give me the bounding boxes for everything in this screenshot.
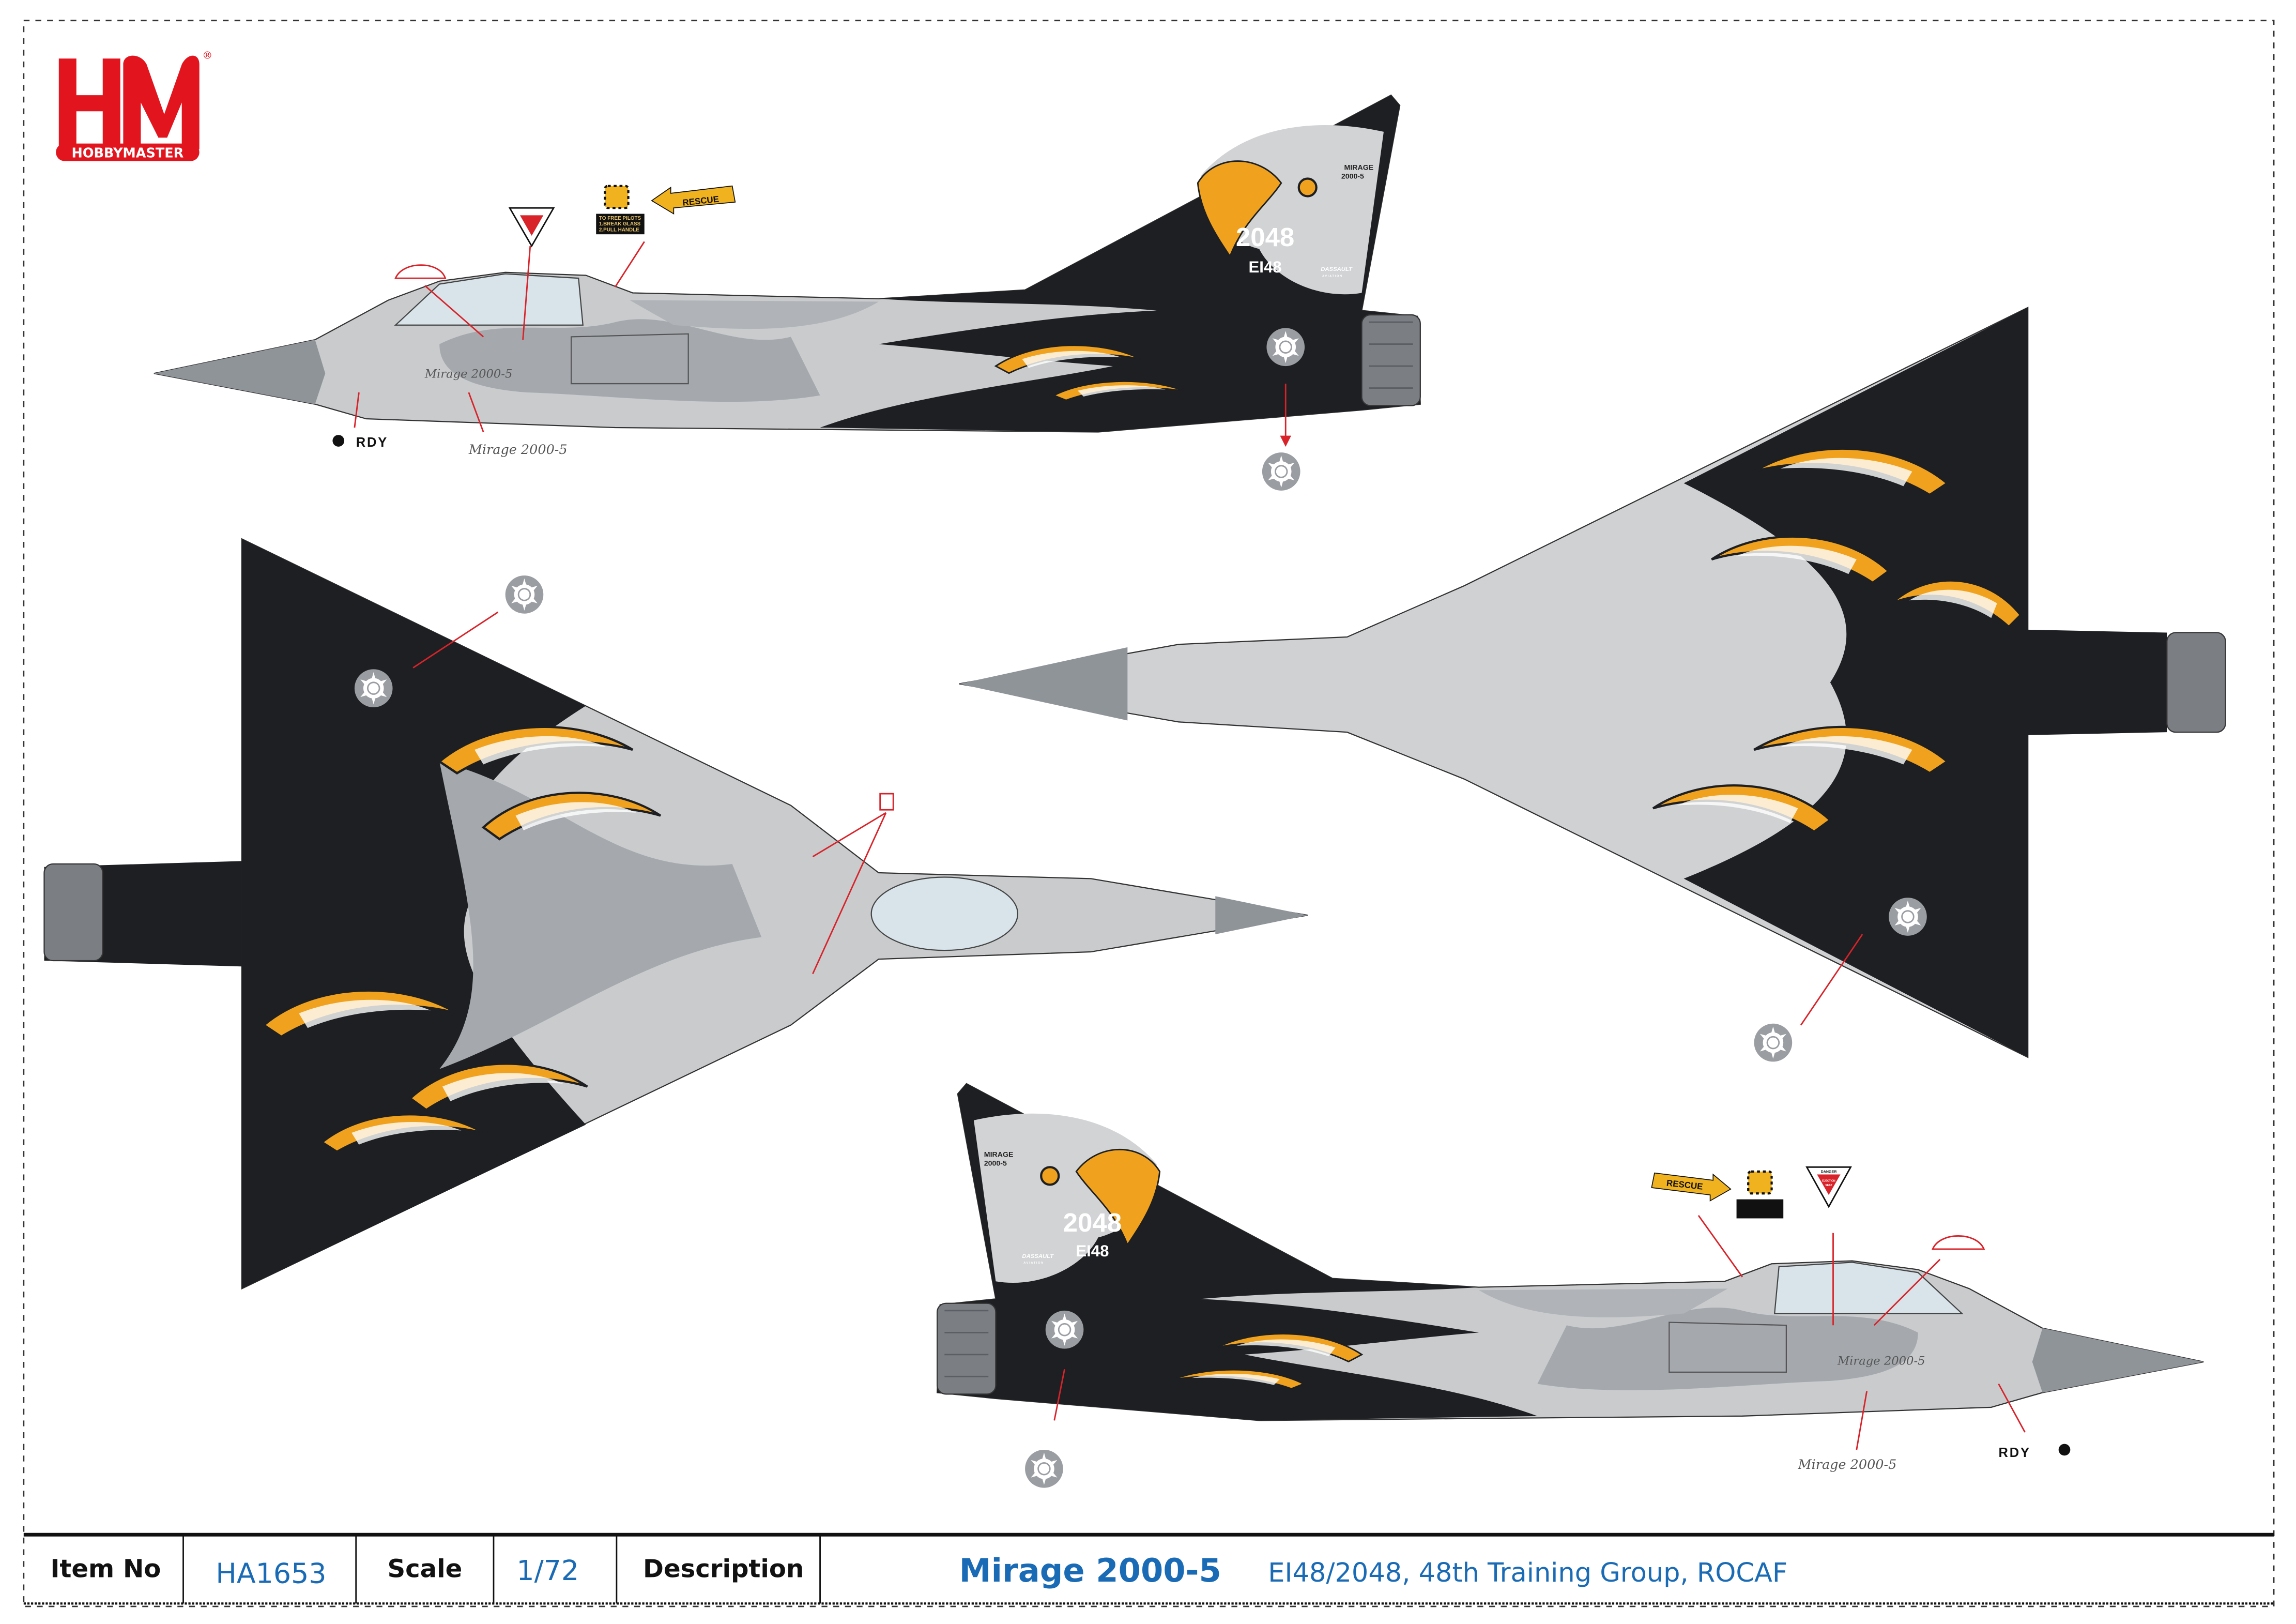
ejection-label: EJECTION <box>1822 1180 1835 1183</box>
dassault-logo-text: DASSAULT <box>1321 266 1353 272</box>
rescue-arrow: RESCUE <box>651 185 736 215</box>
tail-number: 2048 <box>1236 222 1294 252</box>
rdy-label: RDY <box>1999 1446 2031 1460</box>
aircraft-side-view-left: 2048 EI48 MIRAGE 2000-5 DASSAULT AVIATIO… <box>154 95 1420 432</box>
ejection-seat-warning-icon: DANGER EJECTION SEAT <box>1805 1166 1852 1208</box>
decal-callouts-bottom <box>1053 1215 2026 1450</box>
scale-label: Scale <box>387 1554 462 1583</box>
canopy-release-icon <box>1747 1170 1773 1195</box>
canopy-marking-icon <box>1931 1235 1985 1250</box>
info-bar: Item No HA1653 Scale 1/72 Description Mi… <box>23 1532 2274 1605</box>
callout-line <box>812 812 886 858</box>
ejection-seat-warning-icon <box>508 207 555 248</box>
rescue-arrow: RESCUE <box>1651 1172 1732 1202</box>
tail-type-label: 2000-5 <box>1341 173 1364 181</box>
type-script-callout: Mirage 2000-5 <box>468 442 568 458</box>
callout-line <box>412 611 499 669</box>
ejection-label: SEAT <box>1825 1184 1832 1187</box>
callout-line <box>812 812 887 975</box>
roundel-icon <box>1025 1449 1063 1488</box>
sheet-border <box>23 20 2275 1607</box>
tail-number: 2048 <box>1063 1208 1122 1237</box>
dassault-logo-text: DASSAULT <box>1022 1253 1054 1259</box>
aircraft-top-view <box>43 538 1308 1290</box>
description-label: Description <box>643 1554 804 1583</box>
roundel-icon <box>1754 1023 1793 1062</box>
dassault-logo-subtext: AVIATION <box>1322 275 1343 278</box>
radiation-icon <box>2058 1444 2071 1456</box>
marking-icon <box>879 793 894 811</box>
placard-text: 2.PULL HANDLE <box>599 227 639 233</box>
canopy-release-placard: TO FREE PILOTS 1.BREAK GLASS 2.PULL HAND… <box>596 185 645 235</box>
callout-line <box>1800 934 1863 1026</box>
tail-type-label: 2000-5 <box>984 1159 1007 1167</box>
decal-callouts-top <box>354 241 1292 447</box>
rdy-label: RDY <box>356 435 388 450</box>
logo-wordmark: HOBBYMASTER <box>72 145 184 161</box>
type-script: Mirage 2000-5 <box>424 368 513 381</box>
registered-mark: ® <box>202 49 212 61</box>
scale-value: 1/72 <box>516 1554 579 1587</box>
placard-text: 1.BREAK GLASS <box>599 221 641 227</box>
placard-text: TO FREE PILOTS <box>599 216 641 221</box>
item-no-label: Item No <box>51 1554 161 1583</box>
radiation-icon <box>332 435 345 447</box>
type-script-callout: Mirage 2000-5 <box>1798 1457 1897 1473</box>
item-no-value: HA1653 <box>216 1557 326 1590</box>
aircraft-bottom-view <box>959 306 2226 1058</box>
aircraft-side-view-right: 2048 EI48 MIRAGE 2000-5 DASSAULT AVIATIO… <box>937 1084 2203 1420</box>
danger-label: DANGER <box>1821 1170 1837 1174</box>
description-value: EI48/2048, 48th Training Group, ROCAF <box>1268 1558 1787 1588</box>
roundel-icon <box>1262 452 1300 491</box>
roundel-icon <box>1266 328 1305 367</box>
placard-box <box>1736 1199 1784 1219</box>
type-script: Mirage 2000-5 <box>1837 1355 1925 1368</box>
serial-number: EI48 <box>1076 1242 1109 1260</box>
hobbymaster-logo: HOBBYMASTER ® <box>56 49 212 161</box>
serial-number: EI48 <box>1249 258 1282 276</box>
model-name: Mirage 2000-5 <box>959 1552 1221 1589</box>
tail-type-label: MIRAGE <box>1344 164 1374 172</box>
dassault-logo-subtext: AVIATION <box>1023 1262 1044 1265</box>
roundel-icon <box>505 575 544 614</box>
tail-type-label: MIRAGE <box>984 1151 1014 1159</box>
canopy-marking-icon <box>394 264 447 279</box>
